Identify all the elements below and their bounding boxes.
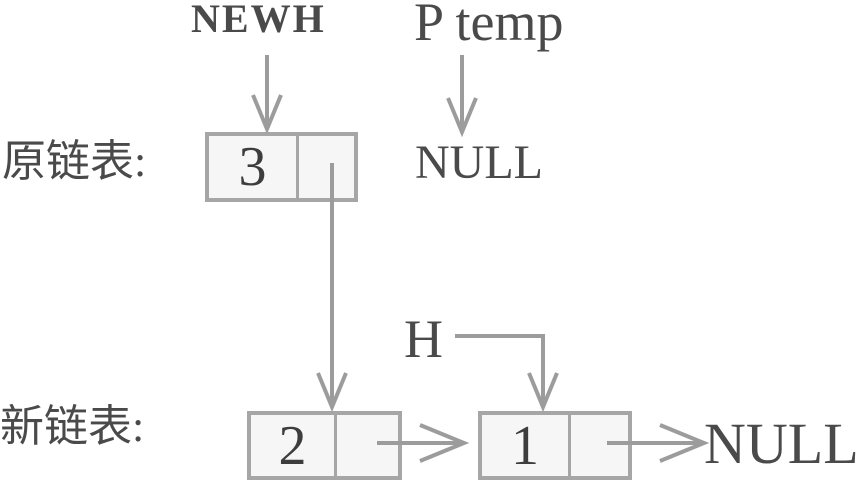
list-node-1: 1: [478, 411, 632, 480]
list-node-3: 3: [205, 132, 358, 202]
p-temp-pointer-label: P temp: [414, 0, 564, 52]
node-3-pointer-field: [299, 136, 354, 198]
h-to-node1-arrow: [455, 334, 559, 413]
node-1-data-field: 1: [482, 415, 571, 476]
null-label-top: NULL: [415, 136, 543, 189]
node-2-data-field: 2: [251, 415, 337, 476]
node-3-data-field: 3: [209, 136, 299, 198]
h-pointer-label: H: [404, 309, 443, 369]
new-list-row-label: 新链表:: [0, 402, 145, 451]
newh-down-arrow: [251, 55, 283, 135]
node-1-pointer-field: [571, 415, 628, 476]
node-2-pointer-field: [337, 415, 398, 476]
original-list-row-label: 原链表:: [2, 137, 147, 186]
list-node-2: 2: [247, 411, 402, 480]
newh-pointer-label: NEWH: [191, 0, 326, 41]
ptemp-down-arrow: [446, 55, 478, 138]
null-label-bottom: NULL: [704, 411, 859, 476]
